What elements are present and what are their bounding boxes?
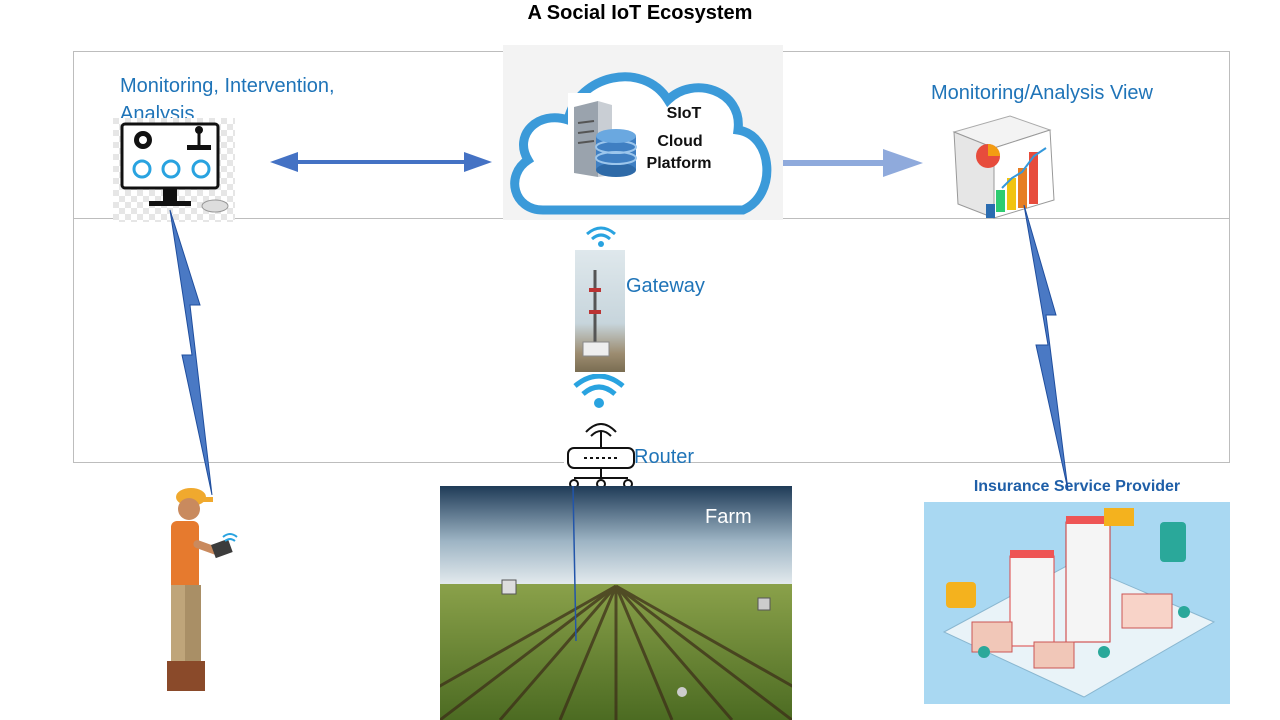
- farmer-icon: [145, 485, 240, 695]
- router-icon: [564, 418, 638, 492]
- page-title: A Social IoT Ecosystem: [527, 2, 753, 24]
- output-arrow: [783, 148, 923, 178]
- database-icon: [594, 128, 638, 178]
- wifi-icon: [585, 226, 617, 248]
- wireless-link-right: [1020, 204, 1080, 491]
- monitor-icon: [113, 118, 235, 222]
- chart-folder-icon: [950, 112, 1070, 222]
- farm-label: Farm: [705, 506, 752, 528]
- cloud-label-cloud: Cloud: [657, 133, 703, 150]
- insurance-label: Insurance Service Provider: [973, 478, 1181, 495]
- bidirectional-arrow: [270, 150, 492, 174]
- cloud-icon: [503, 55, 783, 220]
- gateway-label: Gateway: [626, 275, 705, 297]
- farm-image: [440, 486, 792, 720]
- monitoring-view-label: Monitoring/Analysis View: [931, 82, 1153, 104]
- cloud-label-siot: SIoT: [666, 105, 702, 122]
- wifi-icon: [573, 373, 625, 410]
- cloud-label-platform: Platform: [646, 155, 712, 172]
- city-icon: [924, 502, 1230, 704]
- tower-icon: [575, 250, 625, 372]
- router-label: Router: [634, 446, 695, 468]
- wireless-link-left: [160, 205, 230, 496]
- network-layer-box: [73, 219, 1230, 463]
